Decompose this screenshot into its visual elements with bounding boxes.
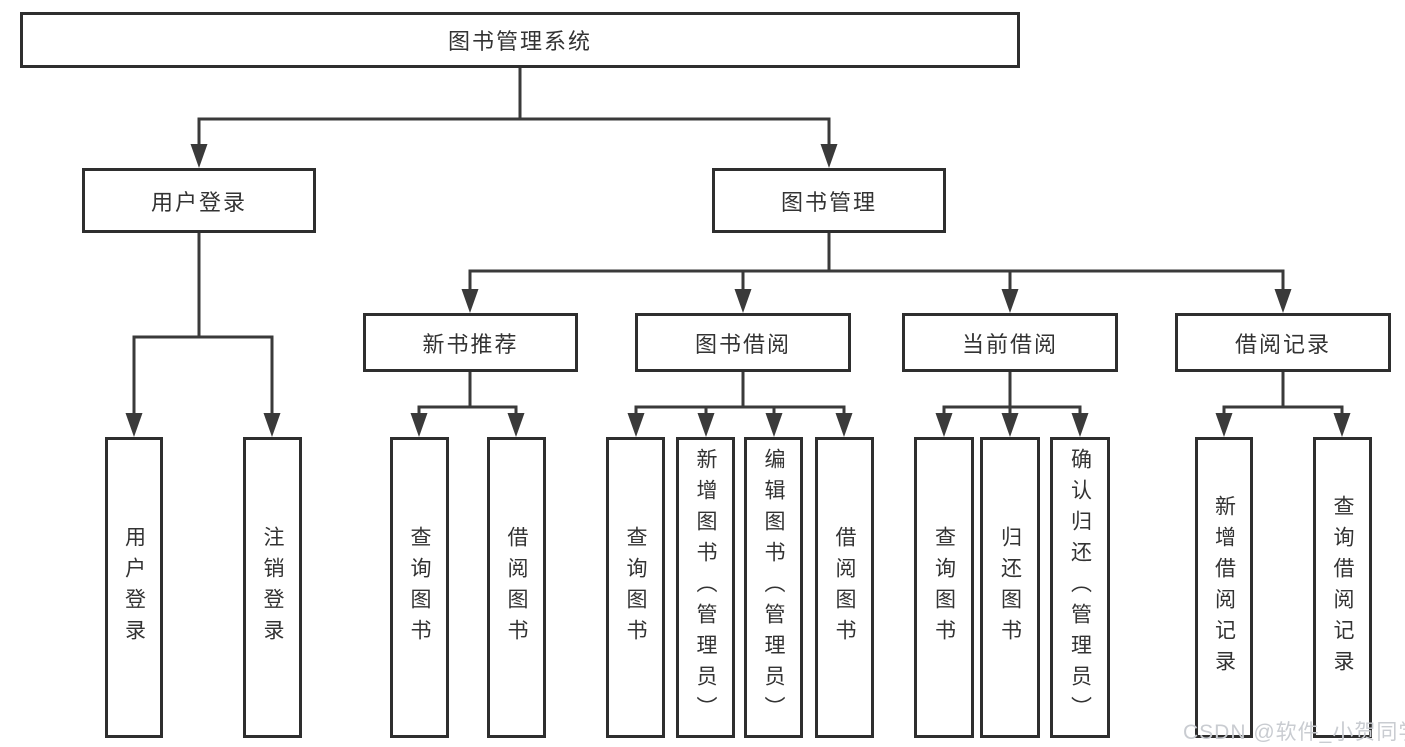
node-library-system: 图书管理系统 xyxy=(20,12,1020,68)
leaf-logout: 注销登录 xyxy=(243,437,302,738)
leaf-query-books-current: 查询图书 xyxy=(914,437,974,738)
node-label: 归还图书 xyxy=(998,525,1022,650)
node-label: 编辑图书（管理员） xyxy=(762,448,785,727)
leaf-borrow-books-recommend: 借阅图书 xyxy=(487,437,546,738)
node-book-borrow: 图书借阅 xyxy=(635,313,851,372)
node-label: 用户登录 xyxy=(150,189,247,215)
tree-edge-lines xyxy=(132,66,1344,419)
node-label: 图书管理系统 xyxy=(447,29,592,54)
node-label: 查询借阅记录 xyxy=(1331,494,1354,681)
leaf-confirm-return-admin: 确认归还（管理员） xyxy=(1050,437,1110,738)
node-label: 借阅图书 xyxy=(833,525,856,650)
arrow-down-icon xyxy=(125,144,1351,437)
leaf-return-books: 归还图书 xyxy=(980,437,1040,738)
node-label: 新增图书（管理员） xyxy=(694,448,717,727)
leaf-query-books-recommend: 查询图书 xyxy=(390,437,449,738)
node-borrow-records: 借阅记录 xyxy=(1175,313,1391,372)
node-new-book-recommend: 新书推荐 xyxy=(363,313,578,372)
node-label: 新书推荐 xyxy=(422,331,519,357)
leaf-borrow-books: 借阅图书 xyxy=(815,437,874,738)
node-current-borrow: 当前借阅 xyxy=(902,313,1118,372)
node-label: 查询图书 xyxy=(624,525,647,650)
node-label: 查询图书 xyxy=(932,525,956,650)
leaf-add-borrow-record: 新增借阅记录 xyxy=(1195,437,1253,738)
watermark: CSDN @软件_小贺同学 xyxy=(1183,721,1405,744)
node-label: 查询图书 xyxy=(408,525,431,650)
node-label: 图书管理 xyxy=(780,189,877,215)
node-label: 借阅记录 xyxy=(1234,331,1331,357)
leaf-query-books-borrow: 查询图书 xyxy=(606,437,665,738)
node-label: 确认归还（管理员） xyxy=(1068,448,1092,727)
node-book-management: 图书管理 xyxy=(712,168,946,233)
leaf-edit-books-admin: 编辑图书（管理员） xyxy=(744,437,803,738)
leaf-user-login: 用户登录 xyxy=(105,437,163,738)
node-label: 当前借阅 xyxy=(961,331,1058,357)
node-label: 注销登录 xyxy=(261,525,284,650)
leaf-add-books-admin: 新增图书（管理员） xyxy=(676,437,735,738)
node-label: 图书借阅 xyxy=(694,331,791,357)
node-label: 用户登录 xyxy=(122,525,146,650)
leaf-query-borrow-record: 查询借阅记录 xyxy=(1313,437,1372,738)
node-label: 借阅图书 xyxy=(505,525,528,650)
node-user-login: 用户登录 xyxy=(82,168,316,233)
node-label: 新增借阅记录 xyxy=(1212,494,1236,681)
